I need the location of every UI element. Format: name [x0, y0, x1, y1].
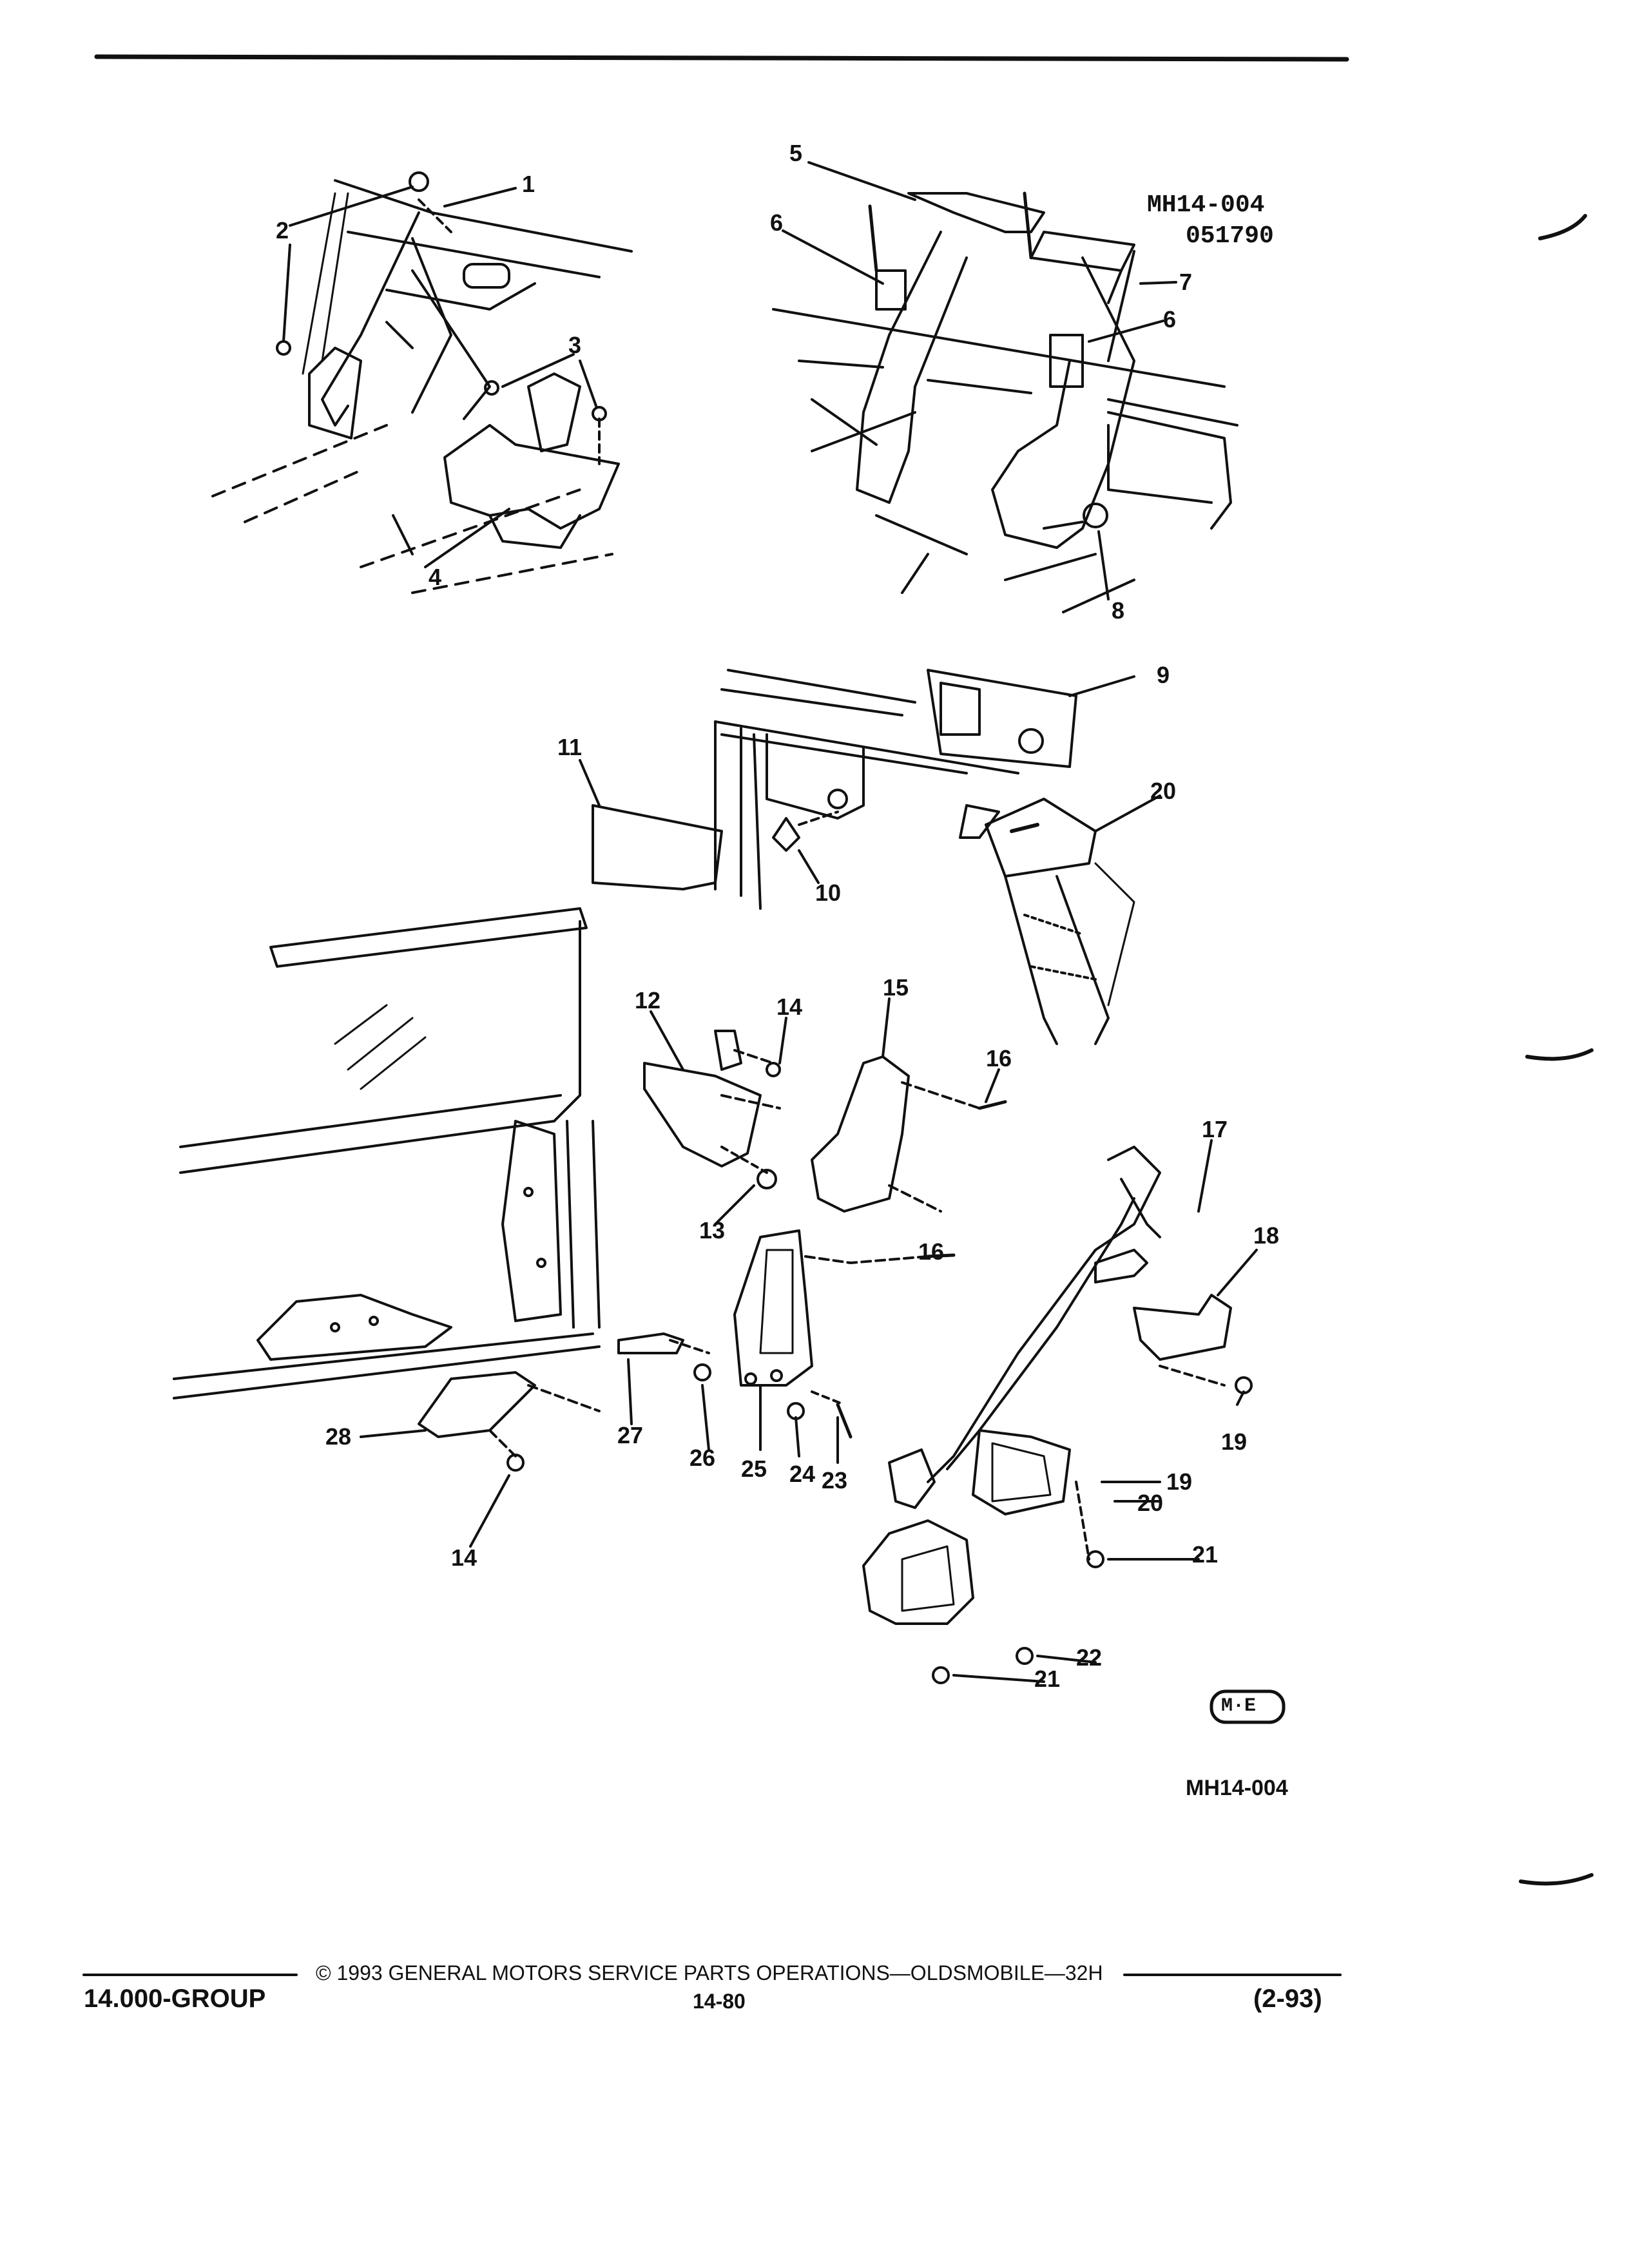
- callout-18: 18: [1253, 1222, 1280, 1249]
- callout-1: 1: [522, 171, 535, 197]
- callout-28: 28: [325, 1423, 352, 1450]
- callout-16: 16: [986, 1045, 1012, 1072]
- callout-19: 19: [1166, 1468, 1193, 1495]
- callout-5: 5: [789, 140, 803, 166]
- rear-belt-guide-assembly: [772, 161, 1239, 613]
- callout-6: 6: [1163, 306, 1177, 332]
- footer-date: (2-93): [1253, 1984, 1322, 2013]
- callout-25: 25: [741, 1456, 767, 1482]
- callout-2: 2: [276, 217, 289, 244]
- callout-21: 21: [1192, 1541, 1219, 1568]
- callout-22: 22: [1076, 1644, 1103, 1671]
- vehicle-door: [173, 907, 601, 1399]
- callout-10: 10: [815, 879, 842, 906]
- callout-11: 11: [557, 734, 583, 760]
- top-rule: [94, 54, 1349, 62]
- drawing-date-code: 051790: [1186, 222, 1274, 250]
- lower-belt-retractor: [862, 1139, 1258, 1684]
- callout-3: 3: [568, 332, 582, 358]
- callout-4: 4: [429, 564, 442, 590]
- binder-mark: [1538, 214, 1587, 240]
- me-logo-frame: [1210, 1689, 1286, 1724]
- footer-copyright: © 1993 GENERAL MOTORS SERVICE PARTS OPER…: [316, 1961, 1103, 1984]
- callout-17: 17: [1202, 1116, 1228, 1142]
- callout-20: 20: [1150, 778, 1177, 804]
- callout-19: 19: [1221, 1428, 1248, 1455]
- figure-id: MH14-004: [1186, 1776, 1288, 1800]
- drawing-code: MH14-004: [1147, 191, 1265, 219]
- binder-mark: [1525, 1048, 1594, 1061]
- lower-brackets: [360, 1229, 956, 1548]
- callout-13: 13: [699, 1217, 726, 1244]
- callout-23: 23: [822, 1467, 848, 1494]
- callout-16: 16: [918, 1238, 945, 1265]
- callout-14: 14: [451, 1544, 477, 1571]
- callout-7: 7: [1179, 269, 1193, 295]
- callout-8: 8: [1112, 597, 1125, 624]
- me-logo: M·E: [1221, 1695, 1257, 1717]
- footer-page-number: 14-80: [693, 1990, 746, 2013]
- callout-6: 6: [770, 209, 784, 236]
- front-anchor-assembly: [211, 171, 633, 594]
- callout-26: 26: [689, 1445, 716, 1471]
- callout-12: 12: [635, 987, 661, 1014]
- callout-20: 20: [1137, 1490, 1164, 1516]
- callout-9: 9: [1157, 662, 1170, 688]
- callout-21: 21: [1034, 1666, 1061, 1692]
- callout-15: 15: [883, 974, 909, 1001]
- callout-24: 24: [789, 1461, 816, 1487]
- callout-14: 14: [776, 994, 803, 1020]
- pillar-trim-assembly: [579, 669, 1135, 910]
- footer-group: 14.000-GROUP: [84, 1984, 266, 2013]
- callout-27: 27: [617, 1422, 644, 1448]
- binder-mark: [1519, 1873, 1594, 1886]
- upper-belt-anchor: [985, 794, 1161, 1045]
- middle-brackets: [643, 997, 1007, 1225]
